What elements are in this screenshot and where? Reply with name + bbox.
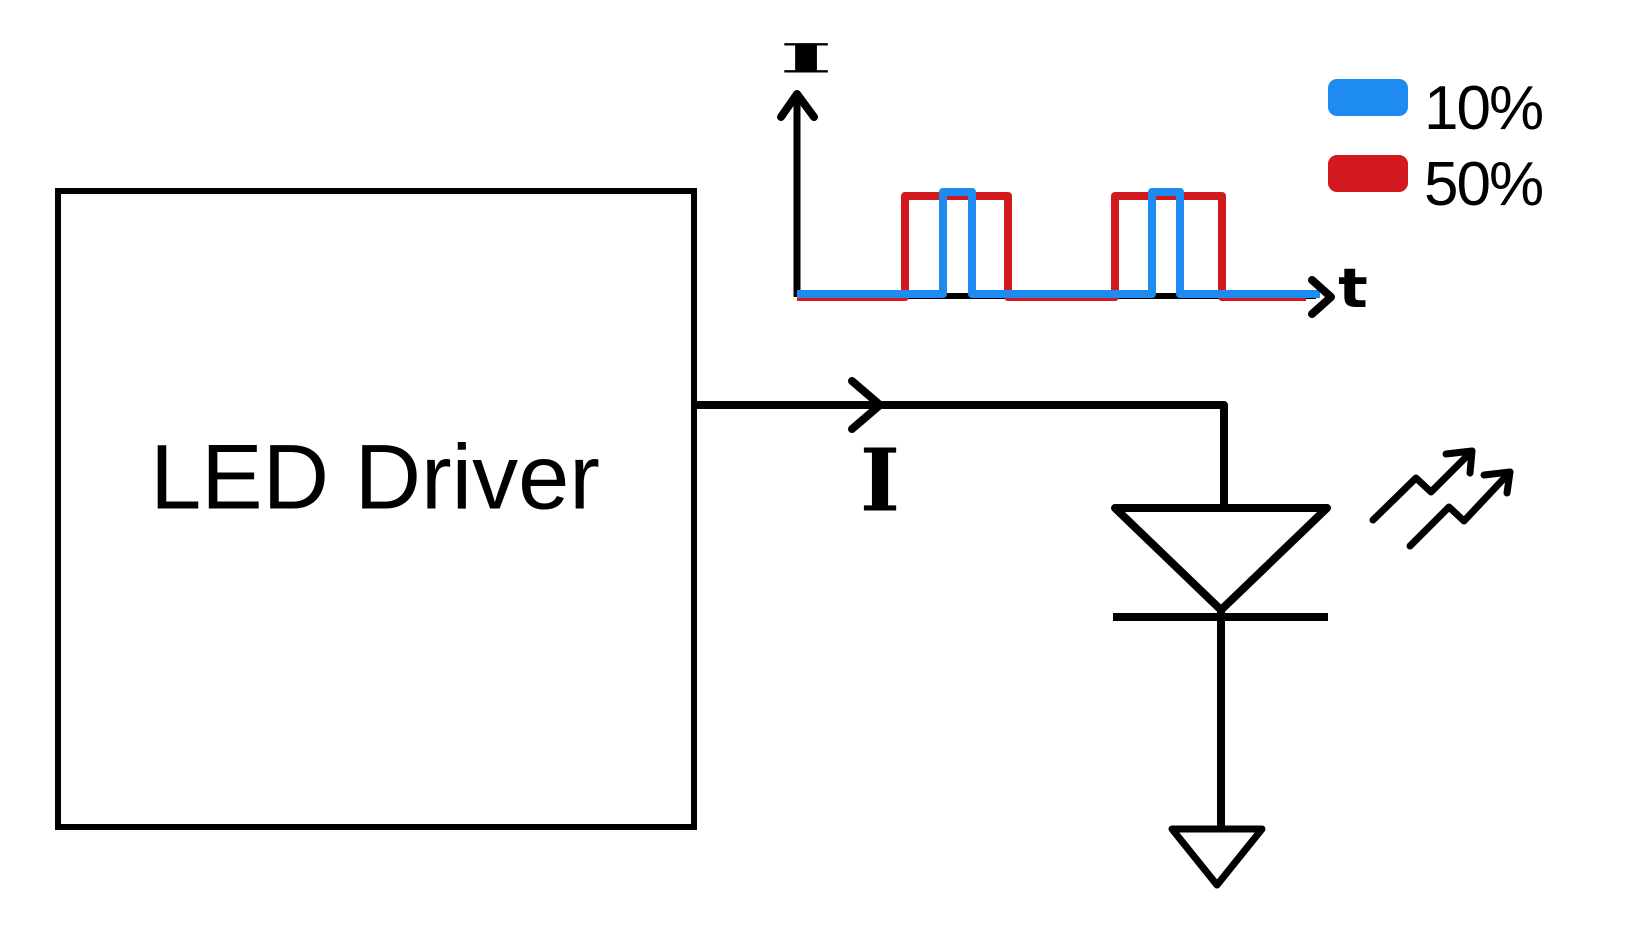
i-axis-arrow-icon — [777, 90, 818, 121]
legend-swatch-50-percent — [1328, 155, 1408, 192]
t-axis-arrow-icon — [1308, 276, 1335, 318]
waveform-50-percent — [797, 192, 1306, 301]
light-arrow-1 — [1369, 447, 1476, 524]
light-arrow-2 — [1406, 468, 1514, 550]
current-label: I — [859, 430, 901, 532]
i-axis-label: I — [778, 35, 834, 83]
light-emission-arrows-icon — [1369, 447, 1514, 550]
t-axis-label: t — [1338, 256, 1368, 320]
legend-label-50-percent: 50% — [1424, 150, 1544, 219]
legend-label-10-percent: 10% — [1424, 74, 1544, 143]
waveform-10-percent — [797, 188, 1320, 298]
current-arrow-icon — [848, 377, 884, 433]
ground-icon — [1168, 825, 1266, 889]
legend-swatch-10-percent — [1328, 79, 1408, 116]
light-arrow-1-head — [1442, 447, 1476, 477]
led-driver-block — [55, 188, 697, 830]
led-driver-label: LED Driver — [150, 426, 600, 529]
light-arrow-2-head — [1480, 468, 1514, 497]
output-wire — [694, 401, 1228, 512]
pwm-chart — [777, 90, 1335, 318]
led-diode-triangle-icon — [1111, 504, 1331, 614]
